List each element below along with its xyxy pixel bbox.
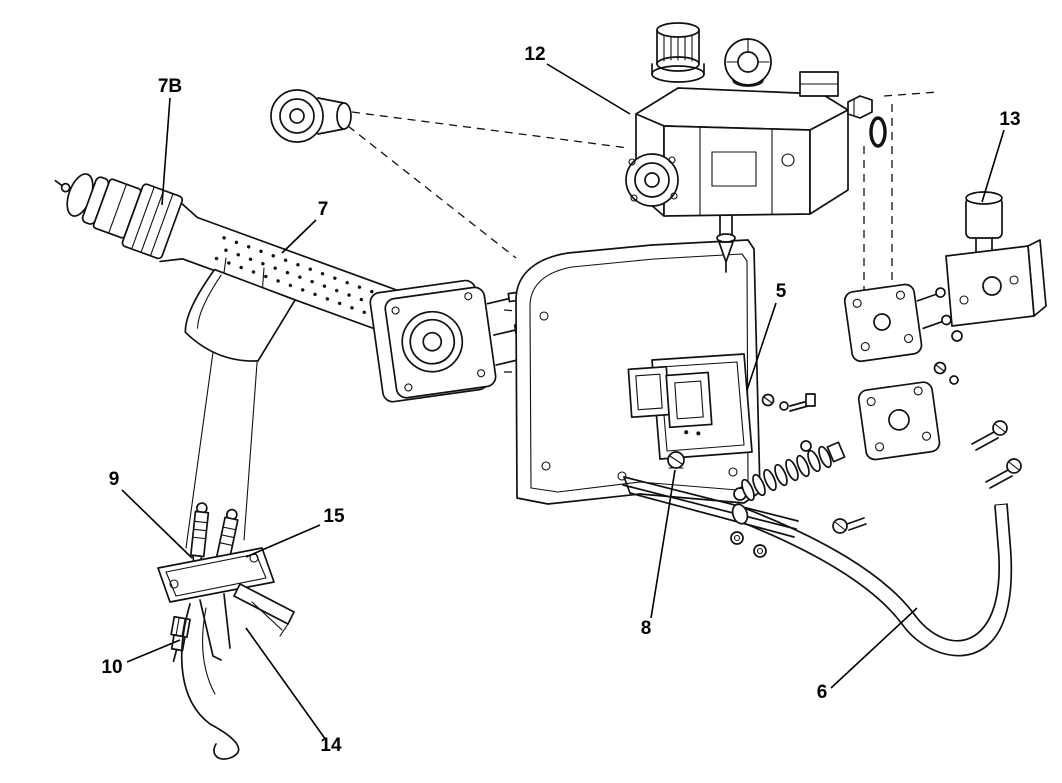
orifice-fitting [270, 89, 352, 143]
pilot-burner-tube [54, 173, 404, 362]
gas-control-valve [625, 22, 887, 217]
callout-label-12: 12 [524, 44, 545, 65]
spark-module [627, 353, 816, 460]
module-block-rear [627, 365, 671, 419]
callout-label-9: 9 [109, 469, 120, 490]
burner-collar [121, 183, 184, 260]
manifold-tubes [622, 476, 799, 538]
gas-hose [731, 503, 1013, 657]
sensor-wire [202, 607, 216, 695]
callout-label-5: 5 [776, 281, 787, 302]
inlet-port [625, 153, 679, 207]
flange-plate-lower [857, 381, 941, 461]
burner-mounting-flange [369, 279, 529, 403]
valve-knob [651, 22, 705, 83]
callout-leaders [121, 63, 1005, 741]
bracket-screw [667, 451, 685, 469]
electrode-tips [199, 593, 231, 661]
module-screws [761, 393, 816, 412]
callout-label-6: 6 [817, 682, 828, 703]
pilot-outlet-fitting [716, 215, 736, 273]
burner-shield [184, 268, 296, 362]
callout-label-7: 7 [318, 199, 329, 220]
compression-fitting [170, 615, 191, 663]
electrode-flange [157, 547, 275, 603]
callout-label-13: 13 [999, 109, 1020, 130]
solenoid-valve [843, 191, 1047, 489]
callout-label-7b: 7B [158, 76, 182, 97]
module-block-front [665, 371, 713, 436]
flange-screws [933, 361, 959, 385]
hardware-washers [730, 440, 867, 558]
valve-dial [724, 38, 772, 87]
hex-fitting [847, 95, 873, 119]
mounting-bolts [971, 420, 1022, 489]
electrode-bracket-arm [233, 583, 295, 637]
flex-connector [733, 441, 846, 502]
callout-label-14: 14 [320, 735, 342, 756]
callout-labels: 7B 7 12 13 5 9 15 10 14 8 6 [101, 44, 1020, 756]
flange-plate-upper [843, 283, 952, 363]
valve-cap [965, 191, 1003, 253]
callout-label-10: 10 [101, 657, 122, 678]
electrode-assembly [157, 502, 295, 760]
callout-label-15: 15 [323, 506, 345, 527]
callout-label-8: 8 [641, 618, 652, 639]
ignition-wire [180, 603, 240, 760]
o-ring [869, 116, 887, 148]
